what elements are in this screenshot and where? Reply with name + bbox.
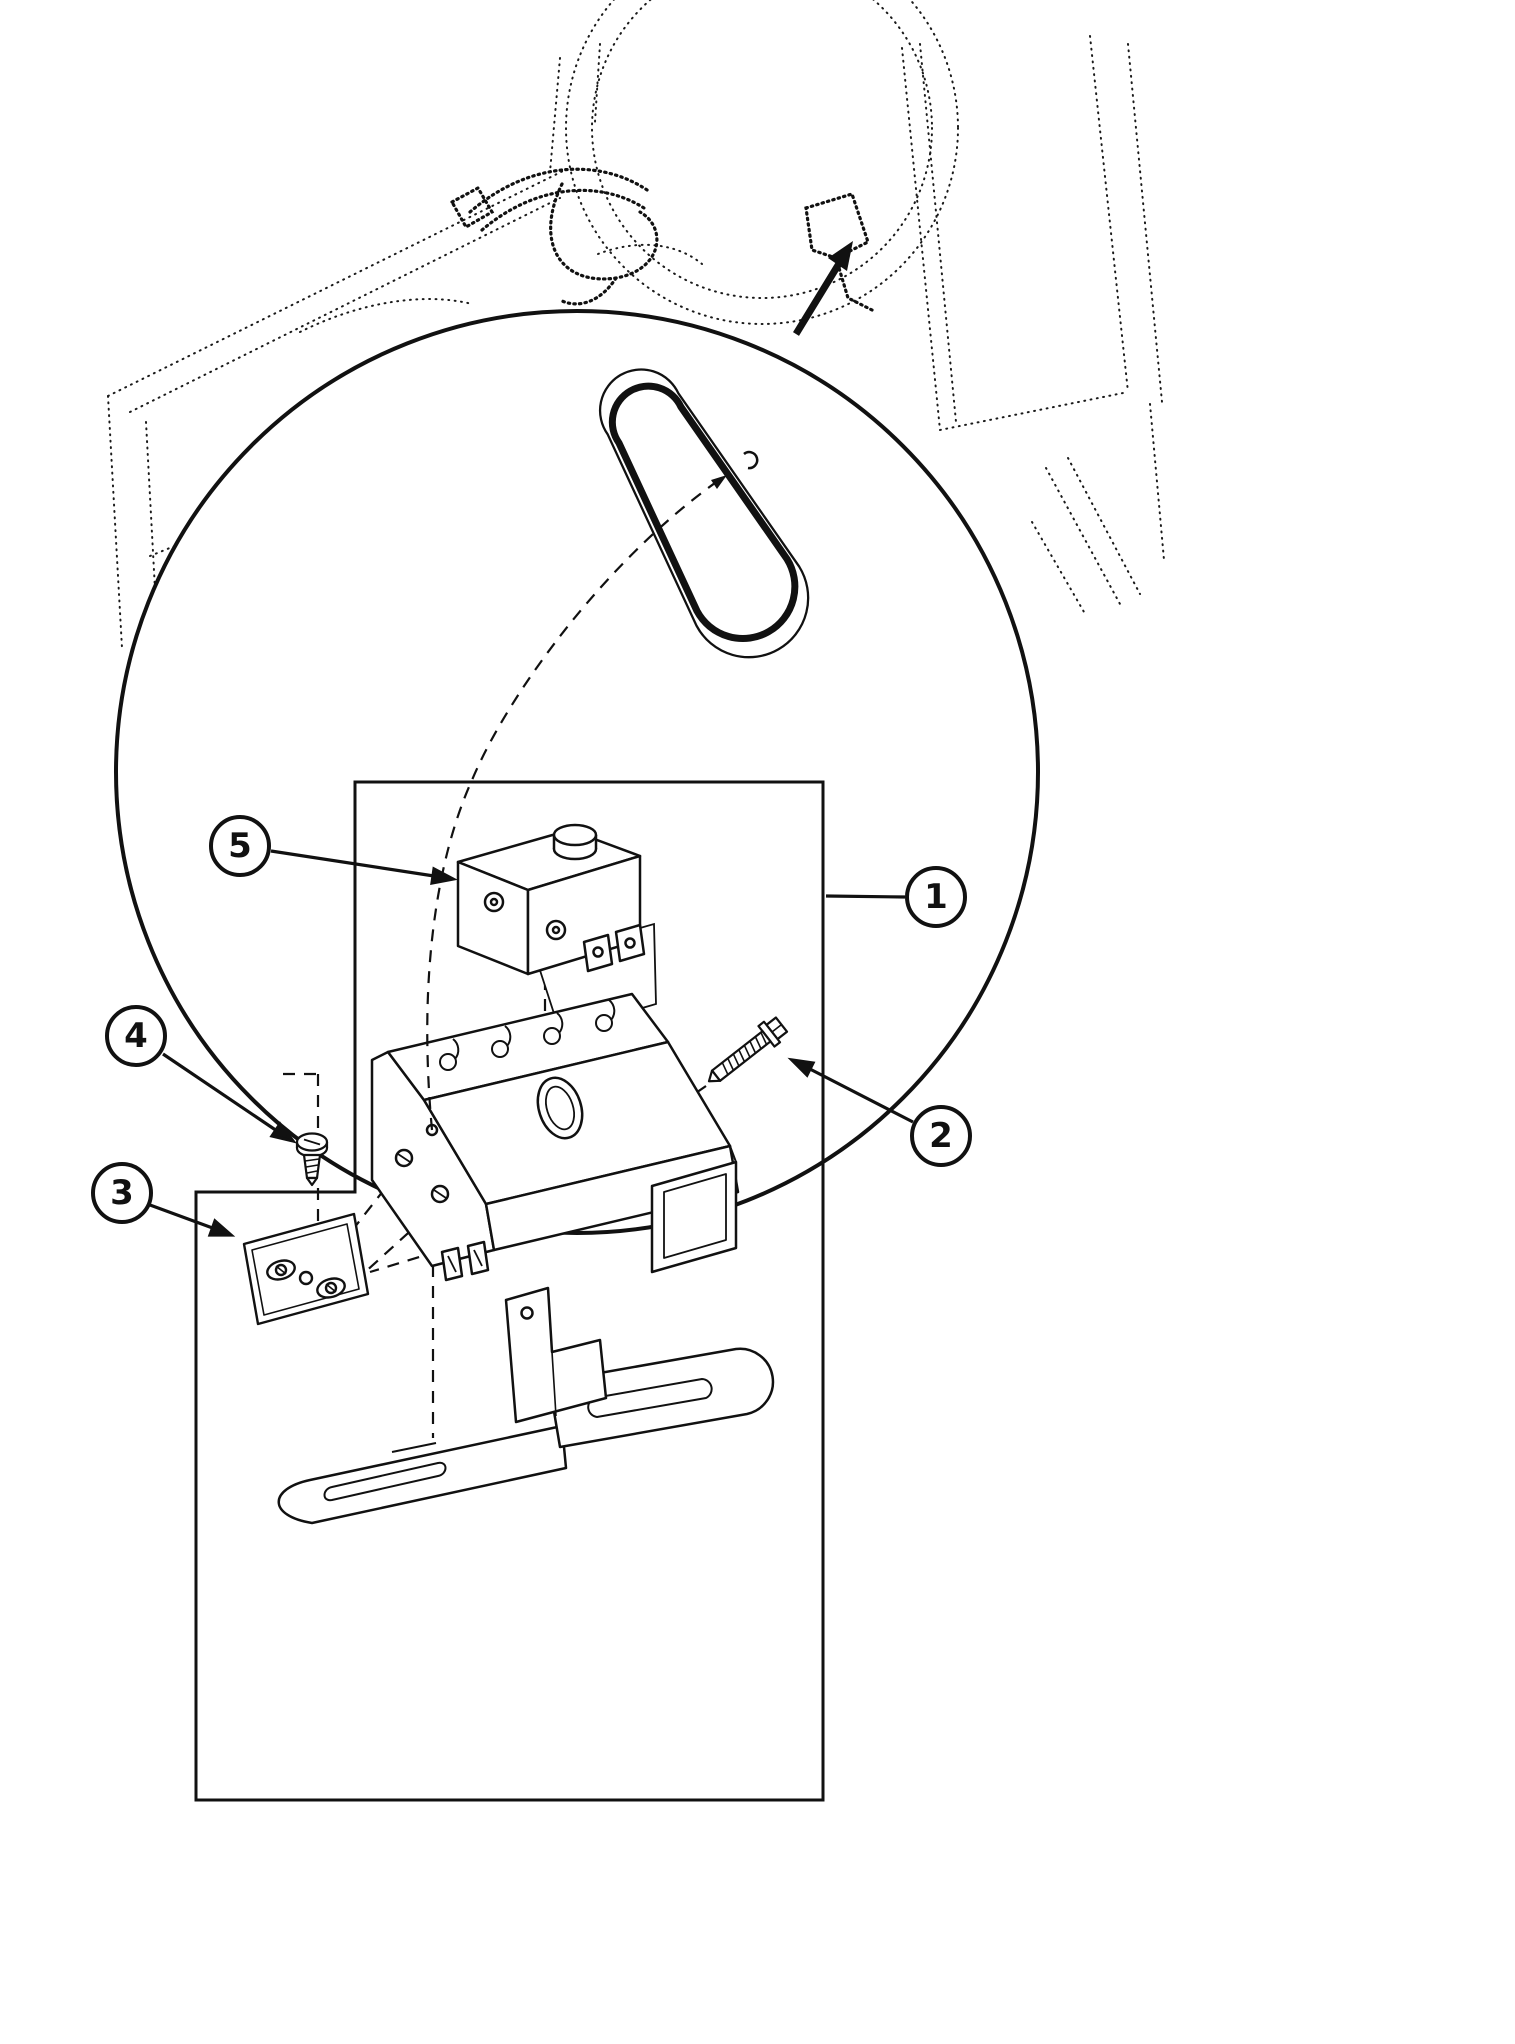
lever-flag-tab: [504, 1286, 608, 1424]
bracket-oval-hole: [536, 1076, 584, 1140]
wire-harness-sketch: [449, 167, 874, 312]
lever-paddle-slot: [587, 1378, 713, 1418]
leader-4-arrowhead: [269, 1121, 298, 1144]
screw-hole-mark: [743, 450, 759, 470]
callout-leader-lines: [149, 849, 914, 1237]
parts-box-outline: [194, 780, 825, 1802]
plate-center-hole: [298, 1270, 314, 1286]
callout-4-label: 4: [124, 1016, 148, 1056]
magnifier-circle: [114, 309, 1040, 1235]
callout-2: 2: [910, 1105, 972, 1167]
screw-part-4: [295, 1132, 329, 1187]
leader-4: [162, 1052, 281, 1135]
retainer-plate-part-3: [242, 1212, 370, 1326]
callout-3-label: 3: [110, 1173, 134, 1213]
leader-2: [805, 1065, 914, 1124]
callout-5-label: 5: [228, 826, 252, 866]
screw-part-2: [707, 1016, 789, 1083]
leader-3-arrowhead: [207, 1218, 236, 1237]
callout-3: 3: [91, 1162, 153, 1224]
bracket-front-skirt: [484, 1144, 740, 1252]
leader-2-arrowhead: [787, 1057, 816, 1078]
lever-flag-hole: [520, 1306, 534, 1320]
mounting-bracket-part: [370, 992, 740, 1282]
lever-arm-slot: [323, 1461, 447, 1502]
switch-button-top: [552, 823, 598, 847]
callout-1-label: 1: [924, 877, 948, 917]
callout-2-label: 2: [929, 1116, 953, 1156]
cutout-hole: [608, 382, 799, 642]
leader-5-arrowhead: [430, 866, 458, 885]
callout-4: 4: [105, 1005, 167, 1067]
switch-cutout-opening: [598, 368, 810, 659]
lever-arm: [277, 1424, 568, 1525]
leader-1: [825, 894, 906, 899]
callout-5: 5: [209, 815, 271, 877]
leader-3: [149, 1203, 219, 1232]
callout-1: 1: [905, 866, 967, 928]
removal-direction-arrow: [793, 241, 853, 336]
lever-arm-part: [277, 1286, 775, 1525]
leader-5: [270, 849, 435, 878]
alignment-dashed-path: [426, 475, 727, 1131]
lever-paddle: [547, 1347, 775, 1449]
microswitch-part: [456, 823, 646, 976]
cutout-outer-line: [598, 368, 810, 659]
